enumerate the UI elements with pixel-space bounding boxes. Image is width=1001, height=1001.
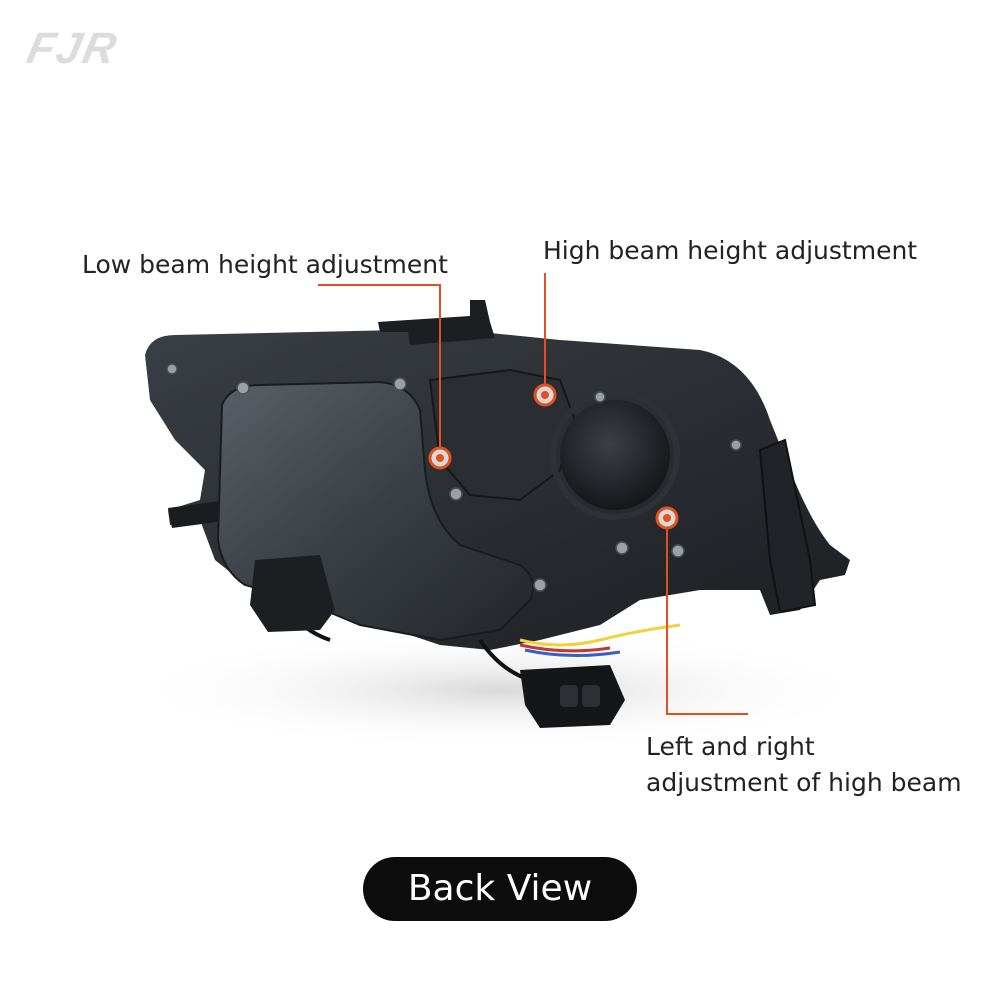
high-beam-cap: [560, 400, 670, 510]
leader-low-beam: [318, 284, 441, 455]
floor-shadow: [120, 630, 880, 750]
lr-adjust-dot: [663, 514, 671, 522]
wire-red: [519, 643, 611, 653]
screw: [393, 377, 407, 391]
wire-harness: [519, 623, 681, 647]
screw: [671, 544, 685, 558]
lr-adjust-label-line1: Left and right: [646, 732, 815, 761]
high-beam-label: High beam height adjustment: [543, 236, 918, 265]
wire-blue: [524, 648, 621, 658]
high-beam-adjust-dot: [541, 391, 549, 399]
side-tab: [168, 500, 232, 528]
low-beam-label: Low beam height adjustment: [82, 250, 448, 279]
side-vent-panel: [758, 438, 817, 614]
leader-lines: [318, 273, 748, 715]
lr-adjust-label-line2: adjustment of high beam: [646, 768, 962, 797]
mounting-bracket: [378, 300, 495, 345]
leader-lr-adjust: [666, 520, 748, 715]
connector-pin-2: [582, 685, 600, 707]
caption-text: Back View: [407, 868, 593, 909]
screw: [594, 391, 606, 403]
adjustment-points: [428, 383, 679, 530]
screw: [449, 487, 463, 501]
high-beam-cap-rim: [550, 390, 680, 520]
caption-badge: Back View: [363, 857, 637, 921]
screws: [166, 363, 742, 592]
screw: [236, 381, 250, 395]
low-beam-adjust-dot: [436, 454, 444, 462]
screw: [615, 541, 629, 555]
screw: [730, 439, 742, 451]
leveling-motor: [250, 555, 335, 632]
connector-pin-1: [560, 685, 578, 707]
screw: [166, 363, 178, 375]
screw: [533, 578, 547, 592]
